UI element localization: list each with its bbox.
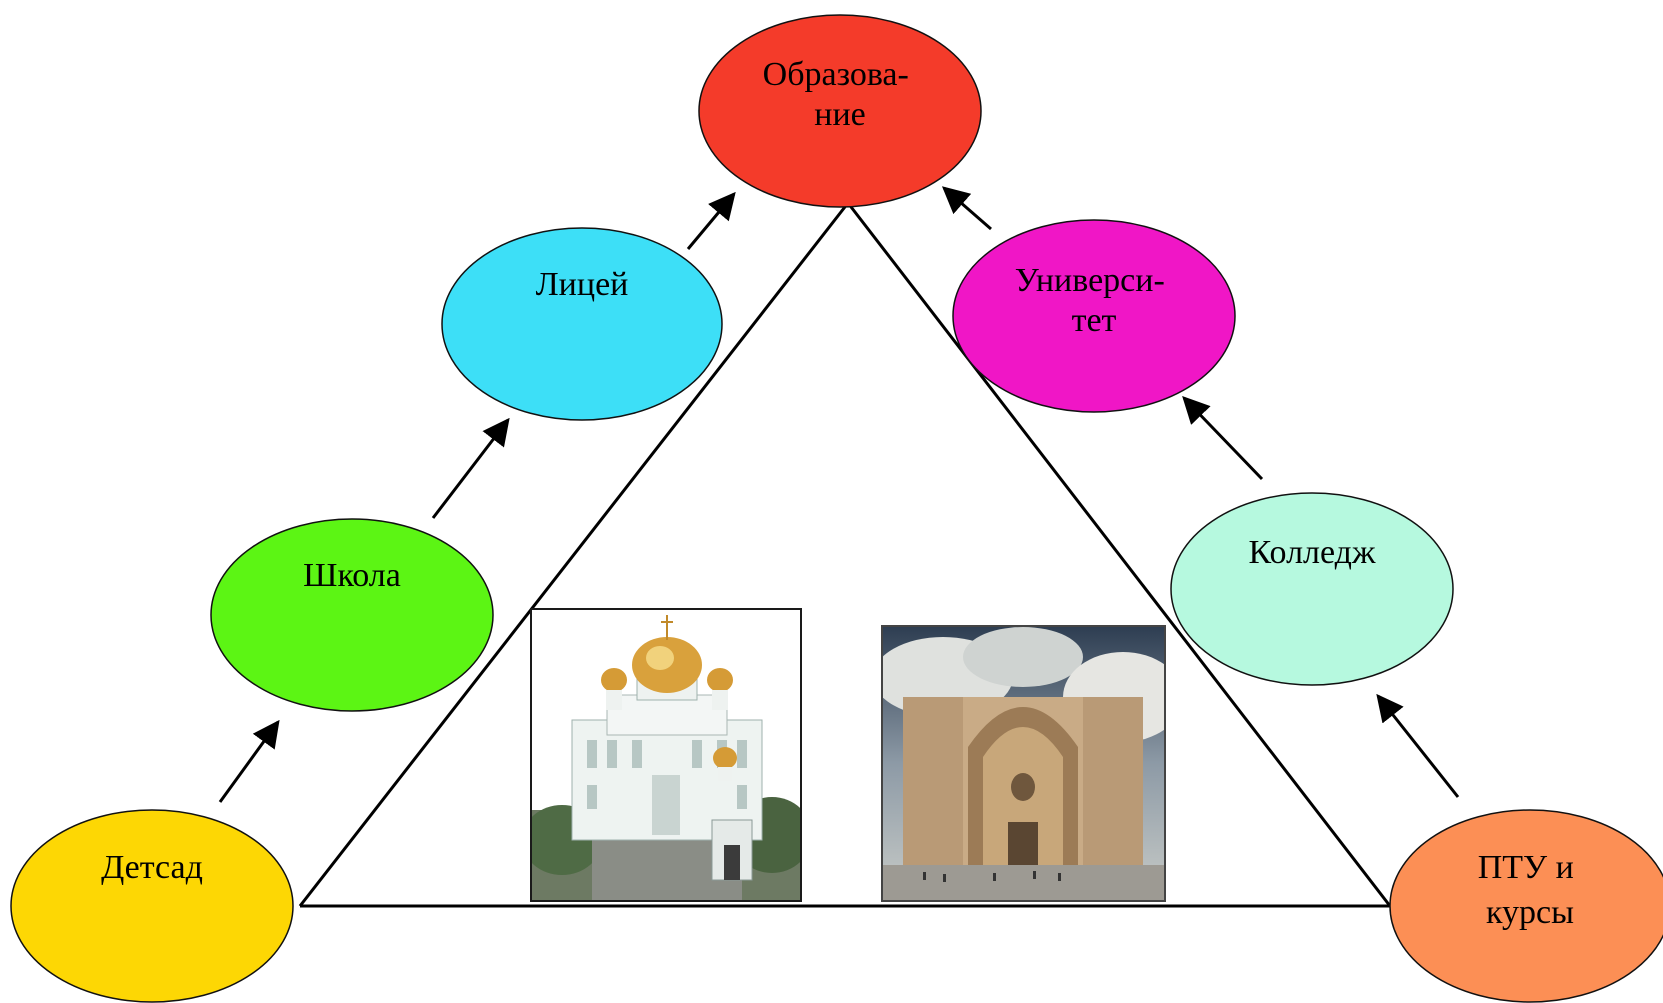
node-ptu: ПТУ и курсы xyxy=(1389,809,1663,1003)
node-ptu-label-line2: курсы xyxy=(1486,894,1574,931)
node-shkola: Школа xyxy=(210,518,494,712)
node-universitet-shape xyxy=(952,219,1236,413)
node-universitet-label-line2: тет xyxy=(1072,302,1117,339)
node-litsey-shape xyxy=(441,227,723,421)
arrow-detsad-to-shkola xyxy=(218,719,280,803)
mausoleum-photo xyxy=(881,625,1166,902)
svg-text:ПТУ и курсы: ПТУ и курсы xyxy=(1478,849,1583,931)
svg-text:Колледж: Колледж xyxy=(1249,534,1376,571)
node-obrazovanie-shape xyxy=(698,14,982,208)
arrow-kolledzh-to-universitet xyxy=(1182,396,1264,481)
node-obrazovanie: Образова- ние xyxy=(698,14,982,208)
node-ptu-shape xyxy=(1389,809,1663,1003)
svg-text:Детсад: Детсад xyxy=(101,849,203,886)
node-universitet-label-line1: Универси- xyxy=(1015,262,1165,299)
svg-text:Школа: Школа xyxy=(303,557,401,594)
svg-text:Универси- тет: Универси- тет xyxy=(1015,262,1174,339)
svg-text:Образова- ние: Образова- ние xyxy=(763,56,918,133)
svg-text:Лицей: Лицей xyxy=(536,266,629,303)
node-detsad-shape xyxy=(10,809,294,1003)
node-obrazovanie-label-line1: Образова- xyxy=(763,56,909,93)
node-ptu-label-line1: ПТУ и xyxy=(1478,849,1574,886)
node-litsey-label: Лицей xyxy=(536,266,629,303)
node-shkola-label: Школа xyxy=(303,557,401,594)
arrow-universitet-to-obrazovanie xyxy=(941,186,992,231)
node-kolledzh-label: Колледж xyxy=(1249,534,1376,571)
node-obrazovanie-label-line2: ние xyxy=(814,96,865,133)
node-shkola-shape xyxy=(210,518,494,712)
node-detsad: Детсад xyxy=(10,809,294,1003)
node-litsey: Лицей xyxy=(441,227,723,421)
pyramid-triangle xyxy=(298,202,1392,908)
arrow-shkola-to-litsey xyxy=(431,417,510,519)
node-universitet: Универси- тет xyxy=(952,219,1236,413)
node-detsad-label: Детсад xyxy=(101,849,203,886)
cathedral-photo xyxy=(530,608,802,902)
arrows xyxy=(218,186,1460,803)
arrow-litsey-to-obrazovanie xyxy=(686,191,736,250)
arrow-ptu-to-kolledzh xyxy=(1376,693,1460,798)
triangle-right-edge xyxy=(846,202,1392,907)
node-kolledzh-shape xyxy=(1170,492,1454,686)
triangle-left-edge xyxy=(298,202,850,907)
node-kolledzh: Колледж xyxy=(1170,492,1454,686)
